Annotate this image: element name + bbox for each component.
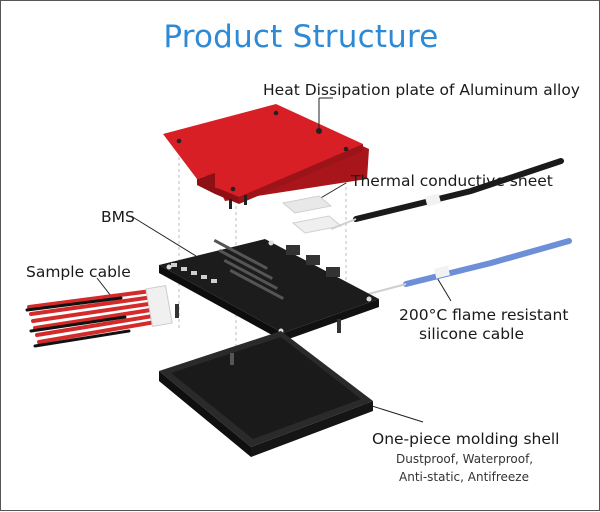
label-thermal-conductive-sheet: Thermal conductive sheet — [351, 172, 553, 190]
heat-dissipation-plate — [163, 104, 369, 209]
thermal-conductive-sheet — [281, 195, 343, 234]
label-sample-cable: Sample cable — [26, 263, 131, 281]
bms-board — [159, 239, 379, 341]
black-cable — [330, 158, 564, 230]
label-bms: BMS — [101, 208, 135, 226]
label-silicone-cable-line2: silicone cable — [419, 325, 524, 343]
label-molding-shell: One-piece molding shell — [372, 430, 560, 448]
leader-lines — [96, 97, 452, 423]
blue-silicone-cable — [360, 238, 572, 297]
label-shell-features-line1: Dustproof, Waterproof, — [396, 452, 534, 466]
label-heat-dissipation-plate: Heat Dissipation plate of Aluminum alloy — [263, 81, 580, 99]
page-title: Product Structure — [163, 19, 439, 55]
sample-cable-bundle — [25, 284, 173, 348]
guide-lines — [178, 151, 347, 371]
molding-shell — [159, 331, 373, 457]
label-silicone-cable-line1: 200°C flame resistant — [399, 306, 569, 324]
label-shell-features-line2: Anti-static, Antifreeze — [399, 470, 529, 484]
